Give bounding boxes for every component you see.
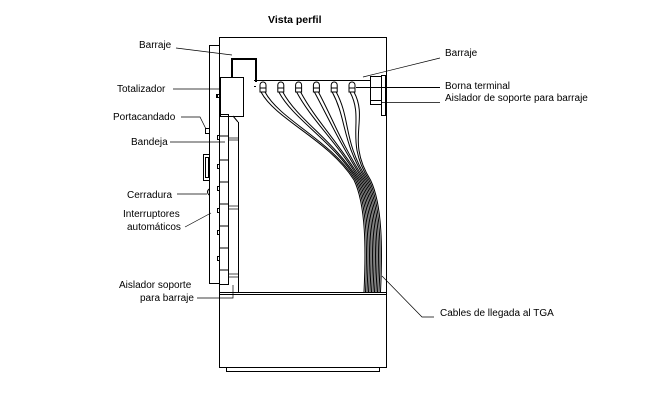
cable <box>260 91 366 293</box>
terminal-lug <box>277 81 285 93</box>
label-portacandado: Portacandado <box>113 112 176 123</box>
terminals <box>259 81 356 93</box>
busbar <box>231 58 440 116</box>
terminal-lug <box>312 81 320 93</box>
left-labels: Barraje Totalizador Portacandado Bandeja… <box>113 40 234 304</box>
door-panel <box>203 45 220 284</box>
terminal-lug <box>259 81 267 93</box>
cable <box>278 91 369 293</box>
main-breaker <box>216 77 244 117</box>
cable <box>313 91 375 293</box>
label-bandeja: Bandeja <box>131 137 168 148</box>
cable <box>335 91 379 293</box>
cable <box>353 91 382 293</box>
label-barraje-left: Barraje <box>139 40 172 51</box>
breaker-tray <box>219 114 239 292</box>
cable <box>300 91 373 293</box>
label-interruptores-2: automáticos <box>127 222 181 233</box>
terminal-lug <box>295 81 303 93</box>
label-interruptores-1: Interruptores <box>123 209 180 220</box>
label-totalizador: Totalizador <box>117 84 166 95</box>
cable <box>282 91 370 293</box>
diagram-title: Vista perfil <box>268 14 322 26</box>
padlock-holder <box>205 128 210 134</box>
label-aislador-2: para barraje <box>140 293 194 304</box>
label-cerradura: Cerradura <box>127 190 172 201</box>
label-barraje-right: Barraje <box>445 48 478 59</box>
cable <box>264 91 367 293</box>
right-labels: Barraje Borna terminal Aislador de sopor… <box>362 48 588 319</box>
label-borna: Borna terminal <box>445 81 510 92</box>
cable <box>349 91 381 293</box>
label-aislador-right: Aislador de soporte para barraje <box>445 93 588 104</box>
terminal-lug <box>348 81 356 93</box>
terminal-lug <box>330 81 338 93</box>
label-cables: Cables de llegada al TGA <box>440 308 554 319</box>
label-aislador-1: Aislador soporte <box>119 280 192 291</box>
cable <box>317 91 376 293</box>
cable <box>296 91 372 293</box>
incoming-cables <box>260 91 382 293</box>
cable <box>331 91 378 293</box>
